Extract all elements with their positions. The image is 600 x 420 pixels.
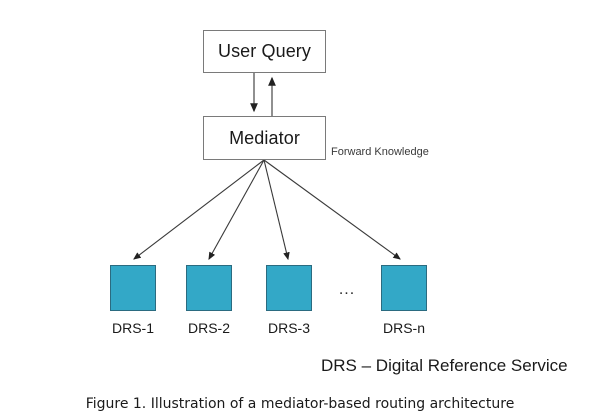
drs-ellipsis: ... (338, 281, 356, 298)
node-user-query-label: User Query (217, 41, 312, 61)
node-drs-n-label: DRS-n (382, 320, 425, 336)
edge-mediator-to-drs-1 (133, 159, 265, 260)
node-drs-3-label: DRS-3 (267, 320, 310, 336)
node-drs-3[interactable] (266, 265, 312, 311)
node-mediator-label: Mediator (229, 127, 300, 148)
drs-legend: DRS – Digital Reference Service (321, 356, 568, 375)
node-drs-2[interactable] (186, 265, 232, 311)
edge-mediator-to-drs-2 (208, 159, 265, 260)
edge-mediator-to-drs-3 (263, 159, 290, 261)
node-drs-2-label: DRS-2 (187, 320, 230, 336)
figure-caption: Figure 1. Illustration of a mediator-bas… (85, 396, 515, 412)
node-drs-n[interactable] (381, 265, 427, 311)
node-drs-1-label: DRS-1 (111, 320, 154, 336)
edge-mediator-to-drs-n (263, 159, 401, 260)
node-user-query[interactable]: User Query (203, 30, 326, 73)
forward-knowledge-annotation: Forward Knowledge (331, 146, 429, 158)
node-mediator[interactable]: Mediator (203, 116, 326, 160)
node-drs-1[interactable] (110, 265, 156, 311)
